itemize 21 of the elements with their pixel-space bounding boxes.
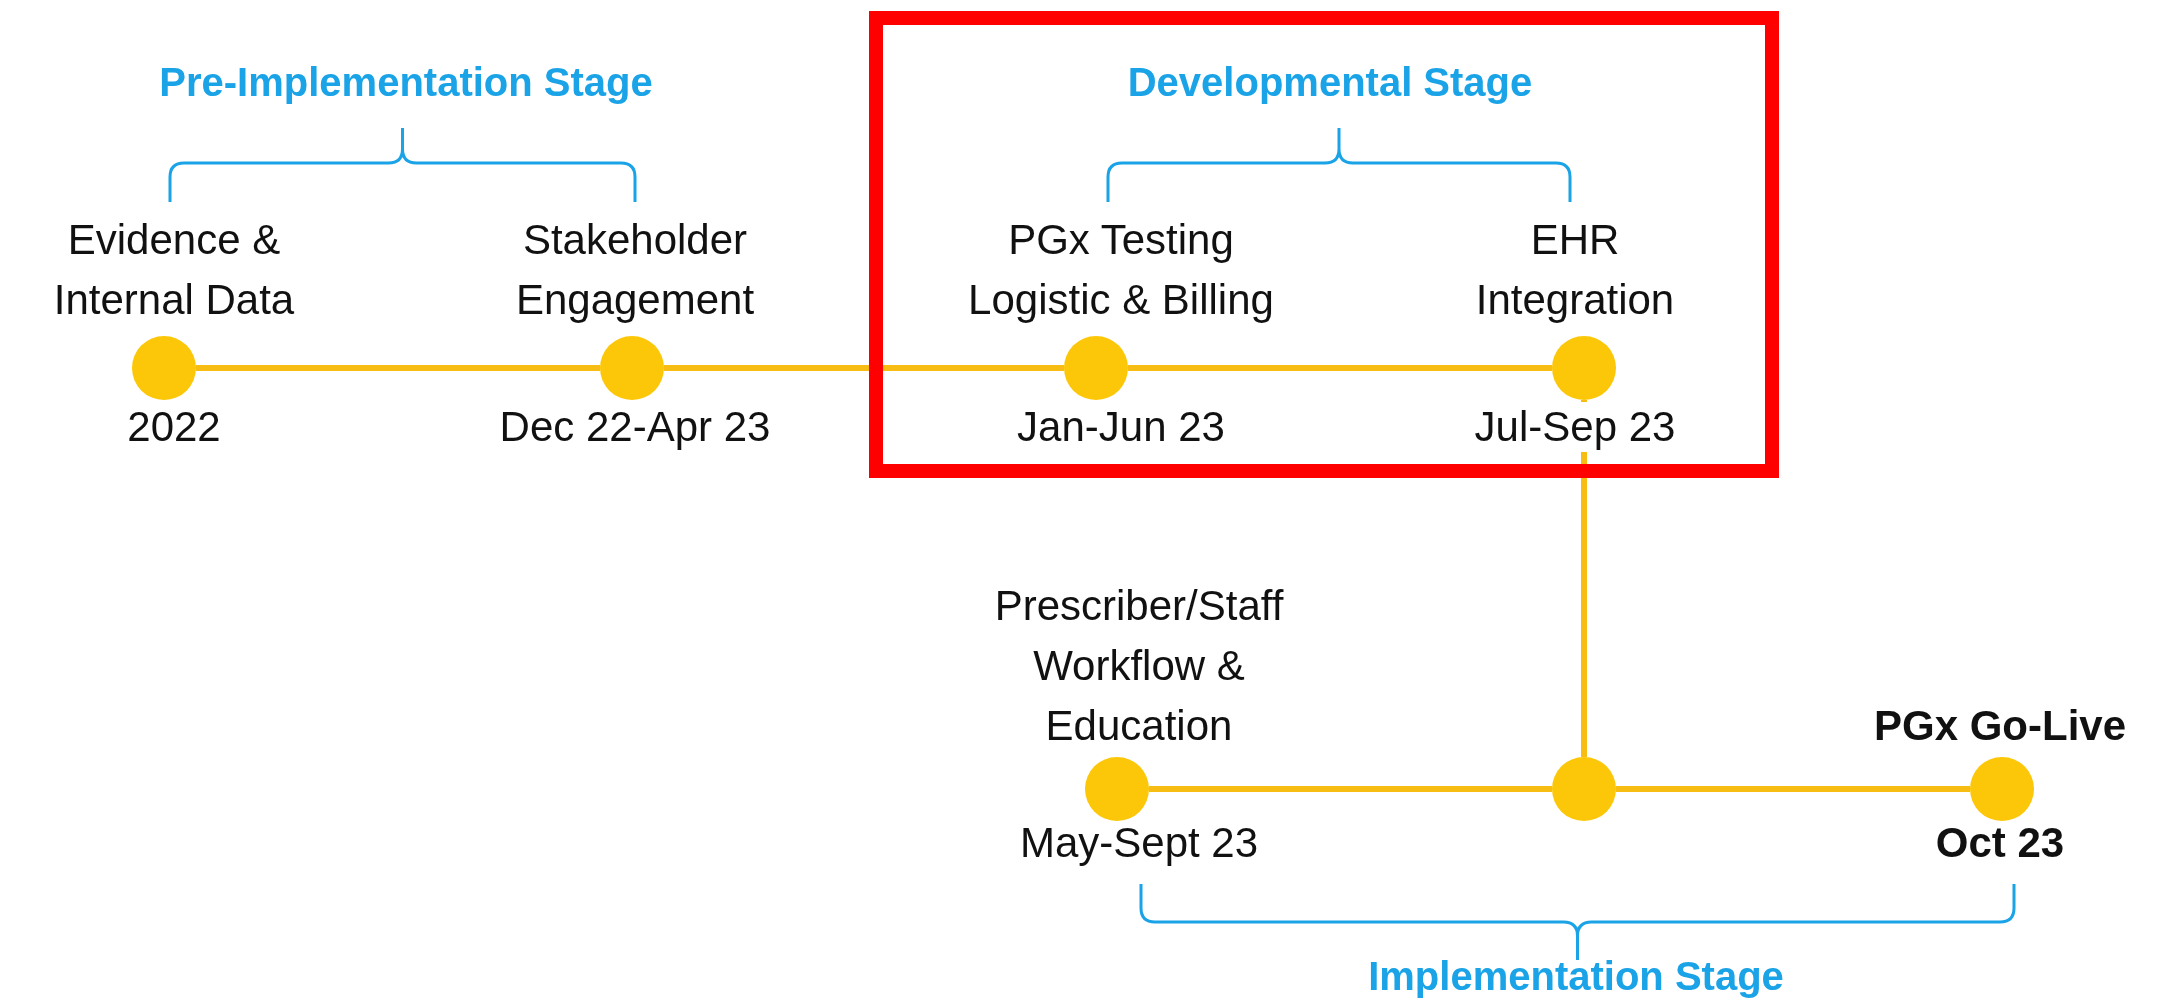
date-label: Oct 23 (1935, 818, 2065, 868)
milestone-title: PGx Go-Live (1873, 701, 2127, 751)
timeline-line (196, 365, 600, 371)
stage-title: Implementation Stage (1368, 953, 1784, 1000)
milestone-title: Stakeholder Engagement (514, 215, 756, 325)
timeline-line (1149, 786, 1552, 792)
timeline-line (664, 365, 1064, 371)
date-label: 2022 (127, 402, 221, 452)
timeline-line (1128, 365, 1552, 371)
timeline-line (1616, 786, 1970, 792)
highlight-frame (869, 11, 1779, 478)
date-label: May-Sept 23 (1019, 818, 1259, 868)
stage-title: Pre-Implementation Stage (159, 59, 653, 106)
milestone-title: EHR Integration (1474, 215, 1676, 325)
stage-title: Developmental Stage (1127, 59, 1533, 106)
milestone-title: Evidence & Internal Data (52, 215, 296, 325)
milestone-title: Prescriber/Staff Workflow & Education (993, 581, 1285, 751)
date-label: Jan-Jun 23 (1017, 402, 1225, 452)
milestone-title: PGx Testing Logistic & Billing (967, 215, 1275, 325)
date-label: Dec 22-Apr 23 (499, 402, 771, 452)
date-label: Jul-Sep 23 (1474, 402, 1676, 452)
